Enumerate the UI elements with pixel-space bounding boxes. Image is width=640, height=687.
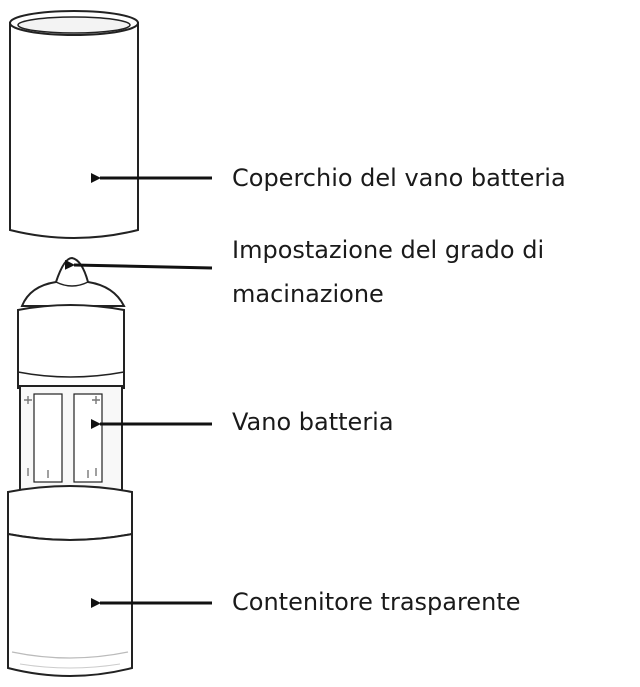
grind-pointer-arrow [64,259,213,270]
label-battery-cover: Coperchio del vano batteria [232,164,566,192]
label-battery-compartment: Vano batteria [232,408,394,436]
motor-body [17,304,125,389]
label-grind-setting-line1: Impostazione del grado di [232,236,545,264]
grind-setting-knob [20,256,126,307]
battery-compartment [19,385,123,491]
label-grind-setting-line2: macinazione [232,280,384,308]
transparent-container [7,485,133,677]
label-transparent-container: Contenitore trasparente [232,588,521,616]
battery-cover [9,10,139,239]
